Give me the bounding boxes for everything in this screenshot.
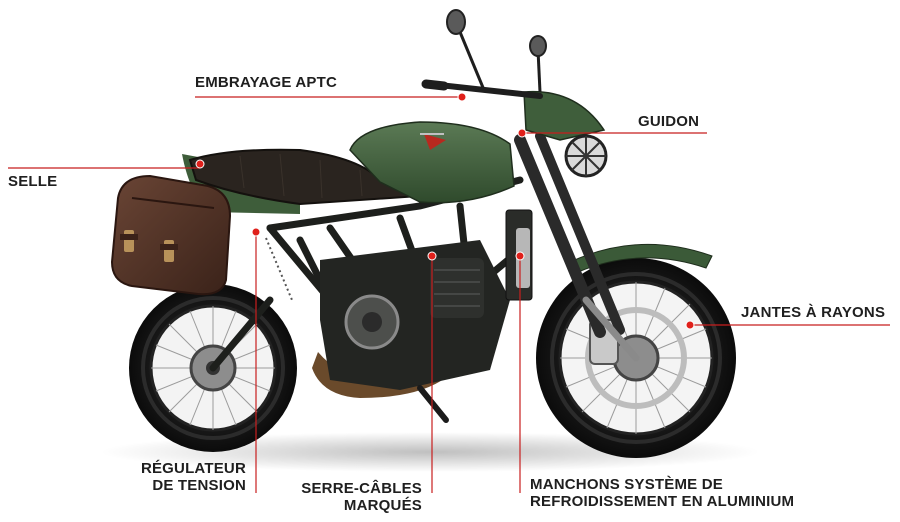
label-jantes-text: JANTES À RAYONS — [741, 304, 886, 321]
label-embrayage: EMBRAYAGE APTC — [195, 74, 337, 91]
handlebar — [421, 79, 543, 99]
callout-dots — [195, 92, 695, 330]
front-fender — [569, 243, 713, 273]
label-manchons: MANCHONS SYSTÈME DE REFROIDISSEMENT EN A… — [530, 476, 794, 510]
saddlebag — [110, 174, 232, 296]
dot-regulateur — [251, 227, 261, 237]
dot-jantes — [685, 320, 695, 330]
mirrors — [446, 9, 547, 93]
label-jantes: JANTES À RAYONS — [741, 304, 885, 321]
label-manchons-line2: REFROIDISSEMENT EN ALUMINIUM — [530, 493, 795, 510]
dot-manchons — [515, 251, 525, 261]
label-embrayage-text: EMBRAYAGE APTC — [195, 74, 337, 91]
headlight — [564, 134, 608, 178]
label-regulateur: RÉGULATEUR DE TENSION — [130, 460, 246, 494]
label-serre-line1: SERRE-CÂBLES — [301, 480, 422, 497]
dot-guidon — [517, 128, 527, 138]
fuel-tank — [349, 121, 515, 204]
dot-selle — [195, 159, 205, 169]
front-fork — [514, 131, 640, 362]
label-serre-cables: SERRE-CÂBLES MARQUÉS — [296, 480, 422, 514]
label-guidon: GUIDON — [638, 113, 699, 130]
tank-emblem — [420, 133, 446, 150]
label-serre-line2: MARQUÉS — [343, 497, 422, 514]
engine — [320, 240, 510, 390]
seat — [188, 148, 421, 206]
label-manchons-line1: MANCHONS SYSTÈME DE — [530, 476, 723, 493]
label-selle-text: SELLE — [8, 173, 58, 190]
rear-shock — [261, 233, 297, 305]
leader-lines — [8, 96, 890, 493]
side-stand — [417, 385, 449, 423]
label-guidon-text: GUIDON — [638, 113, 700, 130]
label-regulateur-line1: RÉGULATEUR — [140, 460, 246, 477]
label-regulateur-line2: DE TENSION — [152, 477, 246, 494]
dot-serre — [427, 251, 437, 261]
label-selle: SELLE — [8, 173, 57, 190]
dot-embrayage — [457, 92, 467, 102]
